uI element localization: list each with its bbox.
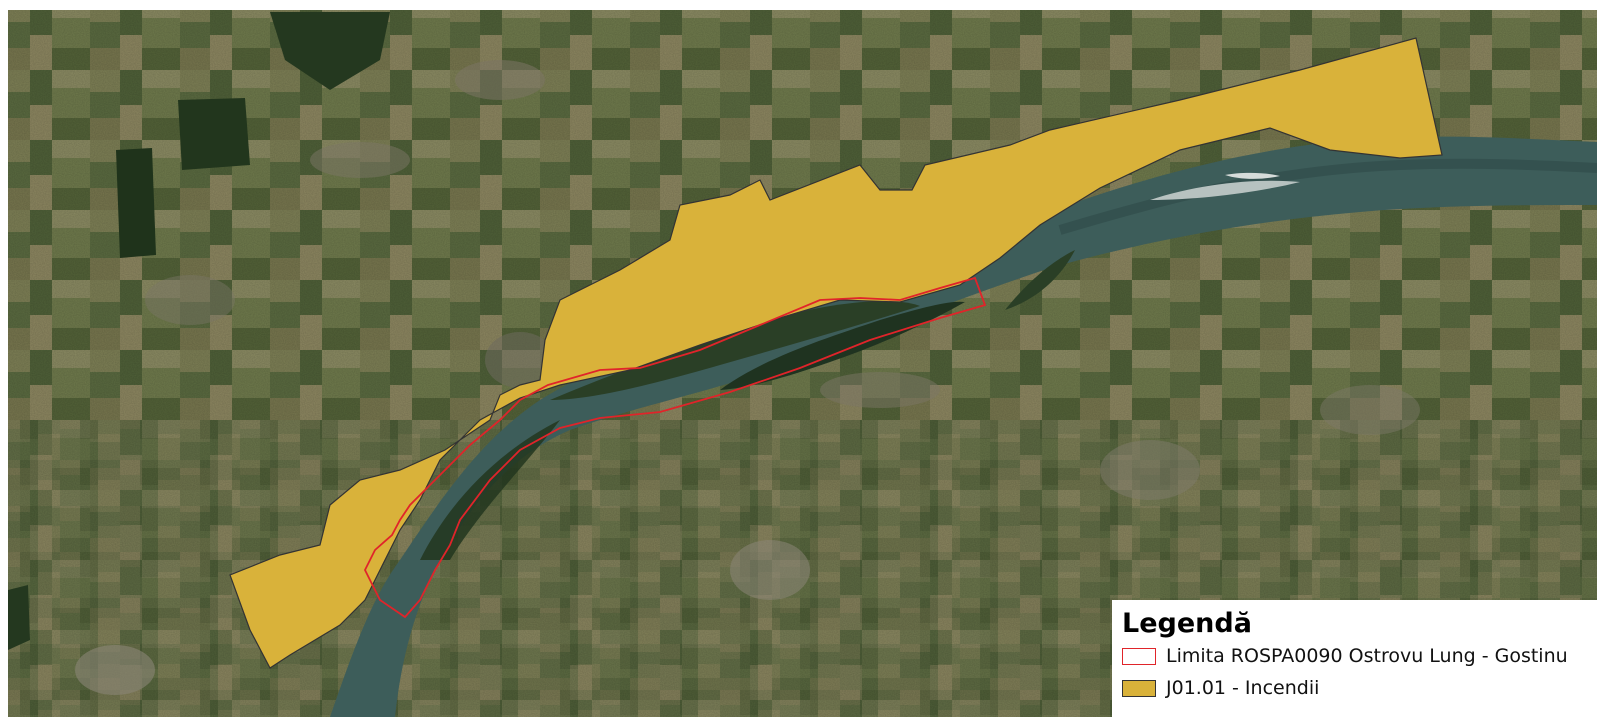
island xyxy=(720,301,965,390)
island xyxy=(1225,172,1280,179)
village xyxy=(145,275,235,325)
legend-label: J01.01 - Incendii xyxy=(1166,677,1320,699)
forest-patch xyxy=(116,148,156,258)
island xyxy=(550,301,920,400)
island xyxy=(1150,180,1300,200)
village xyxy=(485,332,555,388)
village xyxy=(1100,440,1200,500)
legend-swatch-outline xyxy=(1122,648,1156,665)
legend-title: Legendă xyxy=(1122,608,1252,639)
village xyxy=(455,60,545,100)
river-channel xyxy=(1058,158,1597,235)
forest-patch xyxy=(178,98,250,170)
island xyxy=(1005,250,1075,310)
forest-patch xyxy=(8,585,30,650)
rospa-boundary[interactable] xyxy=(363,276,987,619)
forest-patch xyxy=(270,12,390,90)
village xyxy=(820,372,940,408)
village xyxy=(310,142,410,178)
village xyxy=(75,645,155,695)
village xyxy=(1320,385,1420,435)
legend-swatch-fill xyxy=(1122,680,1156,697)
incendii-area[interactable] xyxy=(229,37,1443,669)
riverbank-forest xyxy=(420,420,560,560)
village xyxy=(730,540,810,600)
legend-label: Limita ROSPA0090 Ostrovu Lung - Gostinu xyxy=(1166,645,1568,667)
legend: Legendă Limita ROSPA0090 Ostrovu Lung - … xyxy=(1112,600,1597,717)
